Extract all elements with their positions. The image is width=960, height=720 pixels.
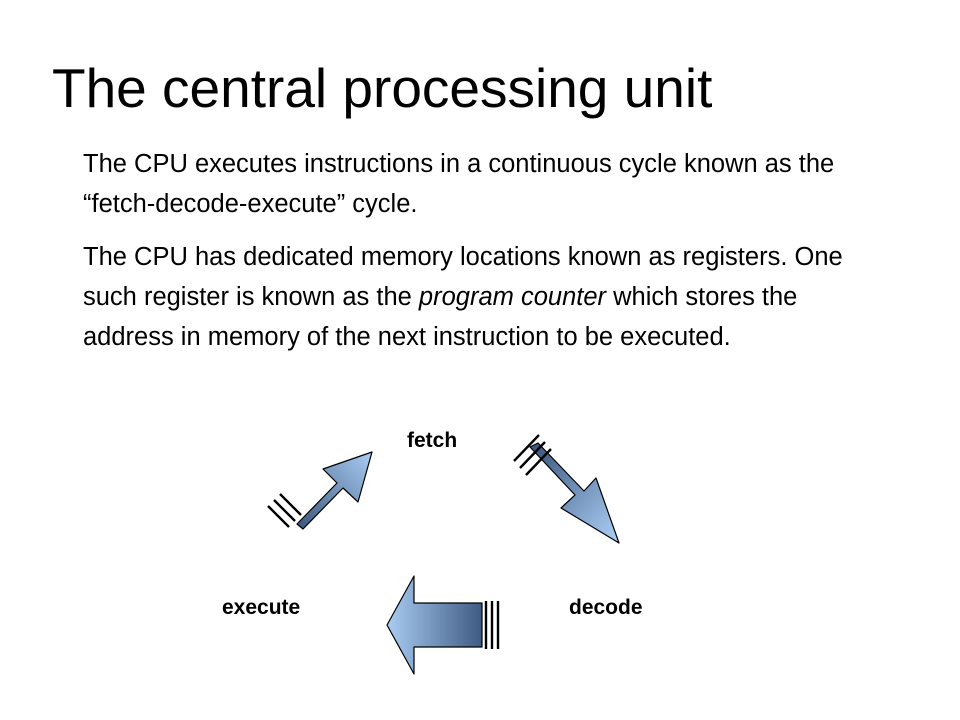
- arrow-decode-to-execute: [386, 575, 500, 675]
- label-execute: execute: [222, 596, 301, 619]
- program-counter-term: program counter: [418, 283, 607, 311]
- slide-title: The central processing unit: [52, 57, 713, 119]
- paragraph-text: which stores the address in memory of th…: [83, 283, 798, 351]
- paragraph-text: The CPU has dedicated memory locations k…: [83, 243, 843, 311]
- arrow-fetch-to-decode: [513, 434, 620, 544]
- arrow-execute-to-fetch-body: [296, 451, 373, 530]
- arrow-decode-to-execute-body: [386, 575, 483, 675]
- label-decode: decode: [569, 596, 643, 619]
- arrow-fetch-to-decode-body: [529, 442, 620, 544]
- paragraph-cycle: The CPU executes instructions in a conti…: [83, 150, 835, 218]
- arrow-execute-to-fetch: [267, 451, 373, 530]
- arrow-decode-to-execute-stripes: [484, 601, 500, 649]
- arrow-fetch-to-decode-stripes: [513, 434, 552, 476]
- paragraph-registers: The CPU has dedicated memory locations k…: [83, 237, 883, 357]
- label-fetch: fetch: [407, 429, 458, 452]
- arrow-execute-to-fetch-stripes: [267, 493, 302, 528]
